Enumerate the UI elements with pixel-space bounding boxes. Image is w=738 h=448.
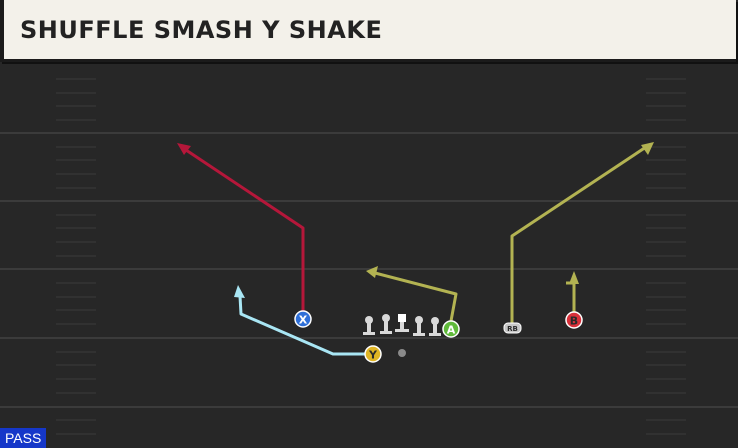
route-arrowhead [641,142,654,155]
player-b[interactable]: B [565,311,583,329]
center-icon [395,314,409,332]
route-b [566,271,579,312]
y-button-icon [364,345,382,363]
player-rb[interactable]: RB [503,322,522,334]
lineman-icon [413,316,425,336]
lineman-icon [380,314,392,334]
a-button-icon [442,320,460,338]
offensive-line [363,314,441,336]
route-arrowhead [569,271,579,284]
lineman-icon [363,316,375,335]
yard-lines [0,132,738,408]
play-title: SHUFFLE SMASH Y SHAKE [20,16,383,44]
player-a[interactable]: A [442,320,460,338]
play-title-bar: SHUFFLE SMASH Y SHAKE [0,0,736,62]
hash-marks [56,78,686,435]
route-arrowhead [177,143,191,155]
player-x[interactable]: X [294,310,312,328]
route-x [177,143,305,312]
route-y [234,285,365,356]
player-label: Y [368,349,378,362]
b-button-icon [565,311,583,329]
route-arrowhead [234,285,245,298]
route-arrowhead [366,266,378,278]
running-back-icon [503,322,522,334]
lineman-icon [429,317,441,336]
route-a [366,266,458,322]
player-label: B [570,315,578,328]
player-label: A [447,324,456,337]
play-type-badge: PASS [0,428,47,448]
x-button-icon [294,310,312,328]
player-y[interactable]: Y [364,345,382,363]
quarterback-icon [398,349,406,357]
route-rb [510,142,654,324]
player-label: X [299,314,308,327]
player-label: RB [507,325,518,333]
